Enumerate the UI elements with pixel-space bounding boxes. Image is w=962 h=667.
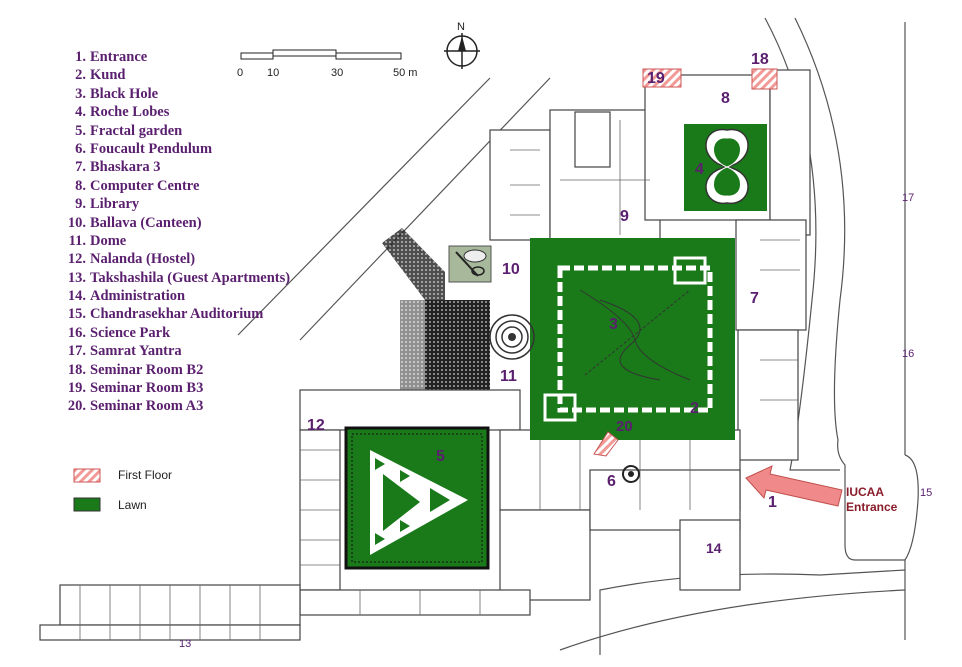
map-number-12: 12 xyxy=(307,417,325,434)
map-numbers: 1 2 3 4 5 6 7 8 9 10 11 12 13 14 15 16 1… xyxy=(179,51,932,650)
scale-tick-30: 30 xyxy=(331,67,343,79)
map-number-16: 16 xyxy=(902,348,914,360)
compass-north-label: N xyxy=(457,21,465,33)
legend-item: 17.Samrat Yantra xyxy=(67,343,182,360)
map-number-13: 13 xyxy=(179,638,191,650)
foucault-pendulum-marker xyxy=(622,465,640,483)
scale-tick-10: 10 xyxy=(267,67,279,79)
map-number-6: 6 xyxy=(607,473,616,490)
entrance-arrow: IUCAA Entrance xyxy=(745,465,898,514)
dome xyxy=(489,314,535,360)
map-number-5: 5 xyxy=(436,448,445,465)
legend-item: 6.Foucault Pendulum xyxy=(75,140,213,157)
lawn-roche-lobes xyxy=(684,124,767,211)
legend-item: 11.Dome xyxy=(68,232,127,249)
legend-item: 14.Administration xyxy=(67,288,186,305)
lawn-black-hole xyxy=(530,238,735,440)
legend-item: 2.Kund xyxy=(75,67,126,84)
legend-item: 19.Seminar Room B3 xyxy=(67,380,204,397)
legend-item: 1.Entrance xyxy=(75,49,148,65)
map-number-18: 18 xyxy=(751,51,769,68)
first-floor-swatch xyxy=(73,468,101,483)
map-key xyxy=(73,468,101,512)
map-number-9: 9 xyxy=(620,208,629,225)
scale-tick-0: 0 xyxy=(237,67,243,79)
legend-item: 9.Library xyxy=(75,196,140,213)
lawn-swatch xyxy=(73,497,101,512)
map-number-17: 17 xyxy=(902,192,914,204)
legend-item: 8.Computer Centre xyxy=(75,177,200,194)
first-floor-markers xyxy=(593,68,778,457)
map-number-4: 4 xyxy=(695,161,704,178)
legend-item: 15.Chandrasekhar Auditorium xyxy=(67,306,264,323)
plaza-grid xyxy=(382,228,490,392)
scale-bar: 0 10 30 50 m xyxy=(237,49,417,79)
legend-item: 3.Black Hole xyxy=(75,85,159,102)
map-number-7: 7 xyxy=(750,290,759,307)
map-number-15: 15 xyxy=(920,487,932,499)
map-number-8: 8 xyxy=(721,90,730,107)
map-number-19: 19 xyxy=(647,70,665,87)
map-number-14: 14 xyxy=(706,540,722,556)
legend-item: 7.Bhaskara 3 xyxy=(75,159,161,176)
map-number-11: 11 xyxy=(500,368,517,385)
entrance-label-line1: IUCAA xyxy=(846,485,884,499)
legend-item: 20.Seminar Room A3 xyxy=(67,398,204,415)
map-number-3: 3 xyxy=(609,316,618,333)
legend-item: 12.Nalanda (Hostel) xyxy=(67,251,196,268)
map-number-20: 20 xyxy=(616,418,633,435)
legend-item: 18.Seminar Room B2 xyxy=(67,361,204,378)
legend-item: 5.Fractal garden xyxy=(75,122,183,139)
canteen-icon xyxy=(448,245,492,283)
legend-item: 10.Ballava (Canteen) xyxy=(67,214,202,231)
scale-tick-50m: 50 m xyxy=(393,67,417,79)
road-lines xyxy=(237,17,919,655)
legend-item: 13.Takshashila (Guest Apartments) xyxy=(67,269,291,286)
lawn-key-label: Lawn xyxy=(118,498,147,512)
building-details xyxy=(79,120,800,640)
legend-item: 16.Science Park xyxy=(67,324,171,341)
lawn-fractal-garden xyxy=(344,426,490,570)
legend-list: 1.Entrance 2.Kund 3.Black Hole 4.Roche L… xyxy=(58,48,290,416)
first-floor-key-label: First Floor xyxy=(118,468,172,482)
map-number-2: 2 xyxy=(690,400,699,417)
entrance-label-line2: Entrance xyxy=(846,500,898,514)
compass: N xyxy=(444,21,480,69)
map-number-1: 1 xyxy=(768,494,777,511)
map-number-10: 10 xyxy=(502,261,520,278)
legend-item: 4.Roche Lobes xyxy=(75,104,170,121)
